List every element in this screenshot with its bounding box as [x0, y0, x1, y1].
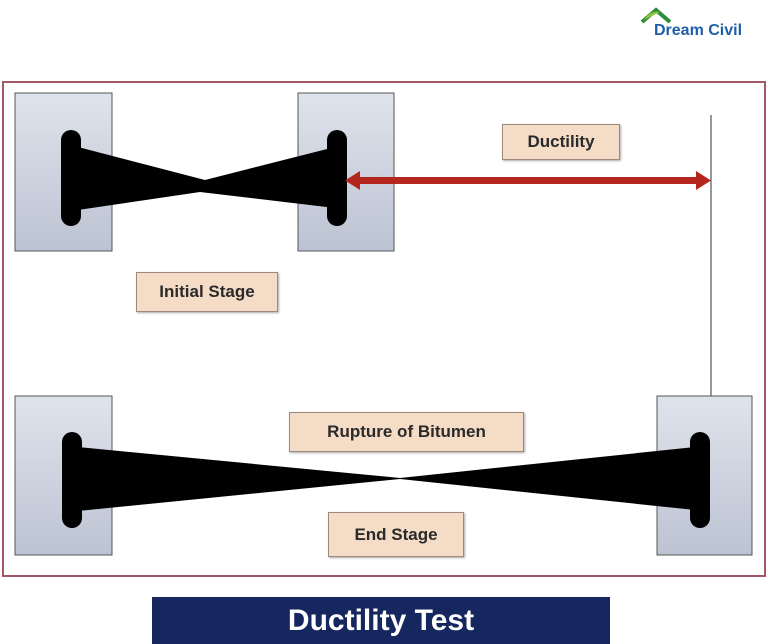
- clip-bottom-right: [690, 432, 710, 528]
- house-icon: [640, 7, 672, 24]
- ductility-arrow: [345, 171, 711, 190]
- specimen-ruptured: [78, 447, 695, 511]
- logo-text: Dream Civil: [654, 22, 743, 39]
- title-banner: Ductility Test: [152, 597, 610, 644]
- end-stage-label: End Stage: [328, 512, 464, 557]
- ductility-diagram: [2, 81, 766, 577]
- clip-top-right: [327, 130, 347, 226]
- frame: [2, 81, 766, 577]
- rupture-label: Rupture of Bitumen: [289, 412, 524, 452]
- dream-civil-logo: Dream Civil: [640, 6, 764, 46]
- specimen-initial: [78, 147, 335, 210]
- clip-bottom-left: [62, 432, 82, 528]
- clip-top-left: [61, 130, 81, 226]
- initial-stage-label: Initial Stage: [136, 272, 278, 312]
- ductility-label: Ductility: [502, 124, 620, 160]
